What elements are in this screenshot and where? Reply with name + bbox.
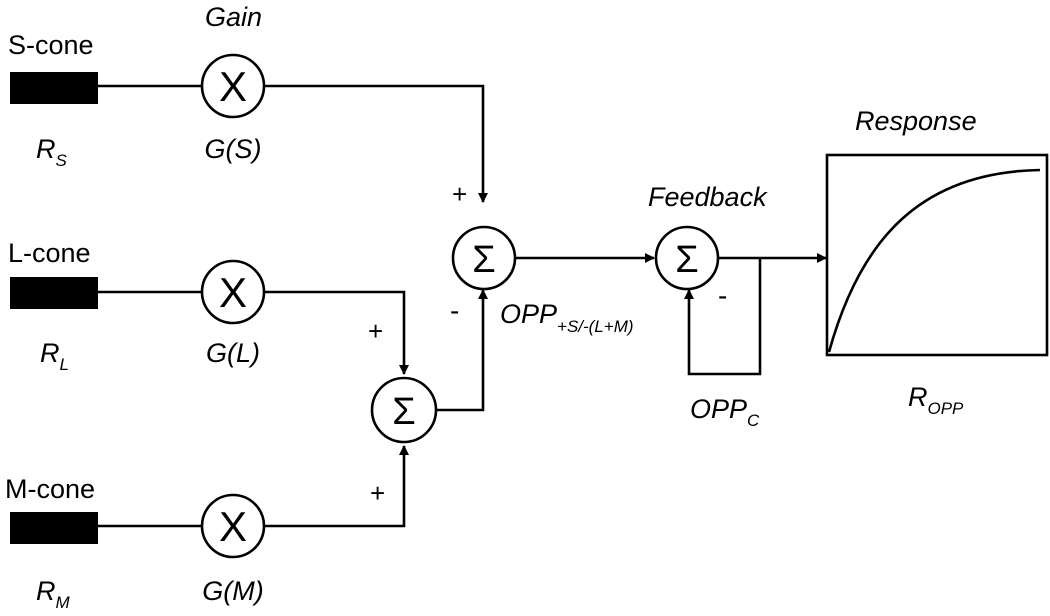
lm-minus-sign: - xyxy=(450,295,459,326)
s-gain-multiplier: X xyxy=(200,53,266,119)
l-cone-response: RL xyxy=(40,338,69,374)
feedback-sum-node: Σ xyxy=(654,225,720,291)
s-plus-sign: + xyxy=(452,179,467,209)
response-plot-box xyxy=(825,153,1049,357)
l-gain-multiplier: X xyxy=(200,259,266,325)
l-plus-sign: + xyxy=(368,316,383,346)
m-plus-sign: + xyxy=(370,478,385,508)
s-cone-block xyxy=(10,72,98,104)
l-gain-to-lm-sum-wire xyxy=(264,290,409,375)
lm-sum-to-opponent-wire xyxy=(436,289,488,412)
m-cone-response: RM xyxy=(36,576,71,612)
m-gain-label: G(M) xyxy=(202,576,263,606)
s-gain-to-opponent-wire xyxy=(264,84,488,203)
m-gain-multiplier: X xyxy=(200,493,266,559)
opponent-sum-node: Σ xyxy=(451,225,517,291)
s-multiply-symbol: X xyxy=(219,63,247,110)
s-cone-label: S-cone xyxy=(8,30,94,60)
m-gain-to-lm-sum-wire xyxy=(264,445,409,528)
feedback-title: Feedback xyxy=(648,182,768,212)
m-cone-label: M-cone xyxy=(5,474,95,504)
lm-sum-symbol: Σ xyxy=(392,391,416,433)
s-cone-response: RS xyxy=(36,134,68,170)
m-multiply-symbol: X xyxy=(219,503,247,550)
opponent-sum-symbol: Σ xyxy=(472,239,496,281)
response-curve xyxy=(827,168,1041,353)
feedback-signal-label: OPPC xyxy=(690,394,760,430)
response-label: ROPP xyxy=(908,382,964,418)
s-gain-label: G(S) xyxy=(205,134,262,164)
gain-title: Gain xyxy=(205,2,262,32)
l-multiply-symbol: X xyxy=(219,269,247,316)
feedback-loop-wire xyxy=(684,258,762,376)
lm-sum-node: Σ xyxy=(370,376,438,444)
l-cone-block xyxy=(10,277,98,309)
feedback-minus-sign: - xyxy=(718,280,727,311)
feedback-sum-symbol: Σ xyxy=(675,239,699,281)
m-cone-block xyxy=(10,512,98,544)
l-gain-label: G(L) xyxy=(206,338,260,368)
response-title: Response xyxy=(855,106,977,136)
l-cone-label: L-cone xyxy=(8,238,91,268)
opponent-signal-label: OPP+S/-(L+M) xyxy=(500,299,634,336)
